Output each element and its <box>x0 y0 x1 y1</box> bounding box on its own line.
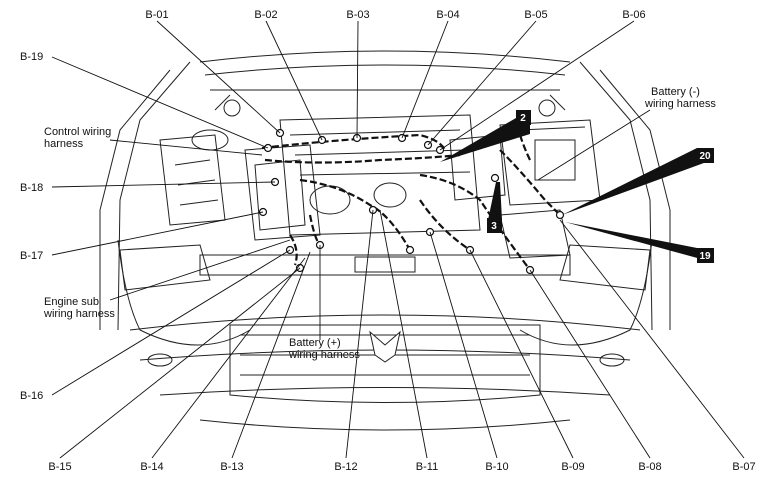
callout-box-19 <box>697 248 714 263</box>
callout-number-19: 19 <box>699 251 711 262</box>
label-b07: B-07 <box>732 461 755 473</box>
caption-battery-neg-harness-line2: wiring harness <box>644 98 716 110</box>
callout-number-3: 3 <box>491 221 497 232</box>
label-b04: B-04 <box>436 9 459 21</box>
callout-number-2: 2 <box>520 113 526 124</box>
caption-engine-sub-harness-line2: wiring harness <box>43 308 115 320</box>
callout-box-3 <box>487 218 502 233</box>
label-b18: B-18 <box>20 182 43 194</box>
label-b10: B-10 <box>485 461 508 473</box>
caption-engine-sub-harness-line1: Engine sub <box>44 296 99 308</box>
label-b14: B-14 <box>140 461 163 473</box>
label-b05: B-05 <box>524 9 547 21</box>
label-b15: B-15 <box>48 461 71 473</box>
caption-control-harness-line1: Control wiring <box>44 126 111 138</box>
label-b09: B-09 <box>561 461 584 473</box>
label-b11: B-11 <box>416 461 438 473</box>
label-b03: B-03 <box>346 9 369 21</box>
label-b12: B-12 <box>334 461 357 473</box>
caption-battery-neg-harness-line1: Battery (-) <box>651 86 700 98</box>
label-b08: B-08 <box>638 461 661 473</box>
label-b16: B-16 <box>20 390 43 402</box>
leader-lines <box>51 20 745 459</box>
caption-control-harness-line2: harness <box>44 138 84 150</box>
callout-box-20 <box>697 148 714 163</box>
callout-number-20: 20 <box>699 151 711 162</box>
label-b13: B-13 <box>220 461 243 473</box>
caption-battery-pos-harness-line2: wiring harness <box>288 349 360 361</box>
label-b01: B-01 <box>145 9 168 21</box>
label-b02: B-02 <box>254 9 277 21</box>
car-body-outline <box>99 50 671 431</box>
callout-box-2 <box>516 110 531 125</box>
caption-battery-pos-harness-line1: Battery (+) <box>289 337 341 349</box>
label-b17: B-17 <box>20 250 43 262</box>
label-b06: B-06 <box>622 9 645 21</box>
label-b19: B-19 <box>20 51 43 63</box>
harness-routing <box>261 133 561 271</box>
callout-wedges <box>440 110 714 263</box>
